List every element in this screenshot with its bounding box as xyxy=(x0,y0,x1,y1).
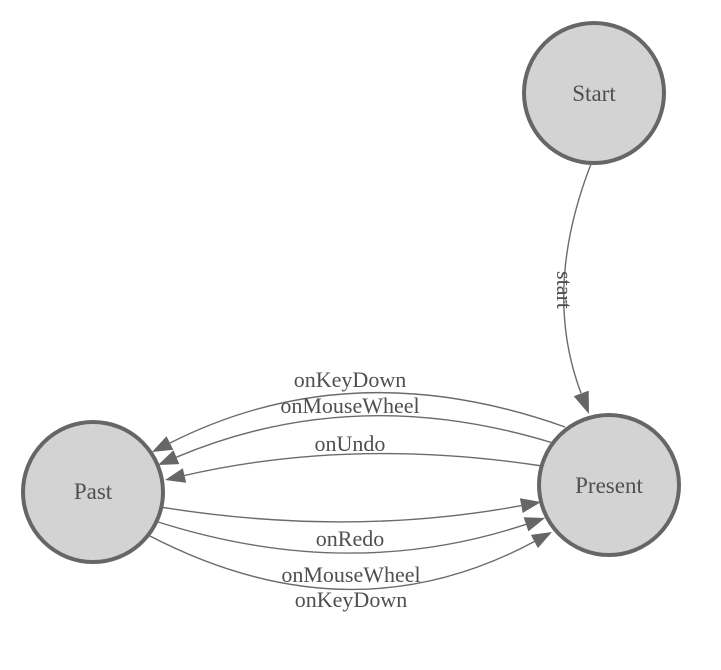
edge-label-onkeydown-top: onKeyDown xyxy=(294,367,406,392)
edge-present-to-past-onmousewheel xyxy=(176,414,554,458)
arrowhead-past-to-present-onredo xyxy=(519,498,541,513)
arrowhead-start-to-present xyxy=(573,390,589,414)
edge-label-onundo: onUndo xyxy=(315,431,386,456)
edge-label-onkeydown-bottom: onKeyDown xyxy=(295,587,407,612)
node-present-circle xyxy=(537,413,681,557)
node-past: Past xyxy=(21,420,165,564)
edge-present-to-past-onundo xyxy=(184,452,543,477)
node-past-circle xyxy=(21,420,165,564)
node-present: Present xyxy=(537,413,681,557)
edge-start-to-present xyxy=(563,163,592,394)
edge-label-onmousewheel-top: onMouseWheel xyxy=(280,393,419,418)
edge-past-to-present-onkeydown xyxy=(147,534,535,591)
edge-label-start: start xyxy=(552,271,577,309)
node-present-label: Present xyxy=(575,473,643,498)
node-past-label: Past xyxy=(74,479,113,504)
edge-present-to-past-onkeydown xyxy=(169,392,566,444)
edge-labels: start onKeyDown onMouseWheel onUndo onRe… xyxy=(280,271,577,612)
arrowhead-past-to-present-onmousewheel xyxy=(523,517,545,532)
edge-label-onmousewheel-bottom: onMouseWheel xyxy=(281,562,420,587)
node-start-label: Start xyxy=(572,81,616,106)
arrowhead-present-to-past-onmousewheel xyxy=(158,450,180,465)
edge-label-onredo: onRedo xyxy=(316,526,384,551)
arrowhead-present-to-past-onkeydown xyxy=(152,436,174,452)
arrowhead-present-to-past-onundo xyxy=(165,468,187,483)
edge-past-to-present-onmousewheel xyxy=(154,520,527,554)
node-start: Start xyxy=(522,21,666,165)
edge-past-to-present-onredo xyxy=(159,504,522,523)
node-start-circle xyxy=(522,21,666,165)
arrowhead-past-to-present-onkeydown xyxy=(530,532,552,549)
edge-curves xyxy=(147,163,592,591)
arrowheads xyxy=(152,390,589,549)
